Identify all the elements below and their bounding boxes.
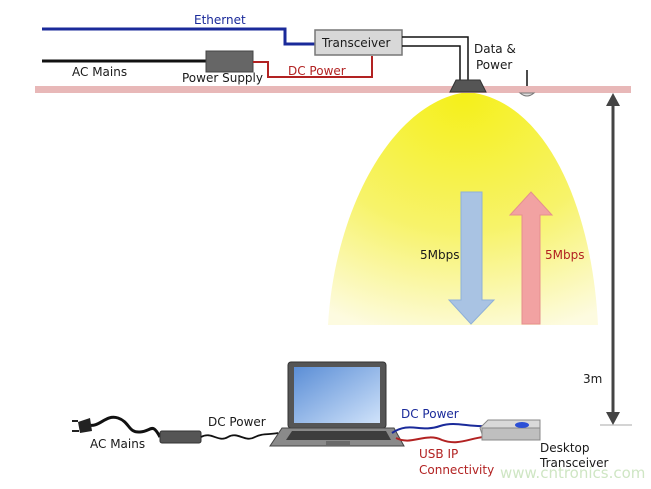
laptop-trackpad [326,441,350,445]
laptop [269,361,405,447]
dc-cable-bottom [200,432,279,440]
usb-label-line2: Connectivity [419,463,494,477]
desktop-transceiver [479,419,541,441]
desktop-transceiver-front [481,427,541,441]
dc-power-bottom-left-label: DC Power [208,415,266,429]
data-power-label-line1: Data & [474,42,516,56]
ac-mains-cable-bottom [87,415,162,438]
ac-mains-top-label: AC Mains [72,65,127,79]
desktop-label-line2: Transceiver [539,456,609,470]
power-supply-box [205,50,254,73]
ethernet-cable [42,27,315,46]
height-label: 3m [583,372,602,386]
usb-label-line1: USB IP [419,447,458,461]
transceiver-box [314,29,403,56]
data-power-cable-2 [402,45,461,80]
ceiling-lamp [449,79,487,93]
laptop-screen [294,367,380,423]
height-arrow-top [606,93,620,106]
data-power-cable [402,36,469,80]
dc-power-bottom-right-label: DC Power [401,407,459,421]
data-power-label-line2: Power [476,58,512,72]
downlink-rate-label: 5Mbps [420,248,459,262]
desktop-label-line1: Desktop [540,441,590,455]
ac-mains-bottom-label: AC Mains [90,437,145,451]
dc-power-top-label: DC Power [288,64,346,78]
uplink-rate-label: 5Mbps [545,248,584,262]
desktop-transceiver-light [515,422,529,428]
plug-icon [78,418,92,433]
usb-cable [395,436,485,444]
ethernet-label: Ethernet [194,13,246,27]
laptop-keyboard [286,431,391,440]
transceiver-label: Transceiver [321,36,391,50]
watermark: www.cntronics.com [500,464,645,482]
ceiling [35,86,631,93]
height-arrow-bottom [606,412,620,425]
dc-cable-right [391,423,485,434]
ceiling-sensor [518,92,536,97]
power-brick-bottom [159,430,202,444]
downlink-arrow [447,191,496,325]
uplink-arrow [508,191,554,325]
dc-power-cable-top [253,56,373,78]
power-supply-label: Power Supply [182,71,263,85]
